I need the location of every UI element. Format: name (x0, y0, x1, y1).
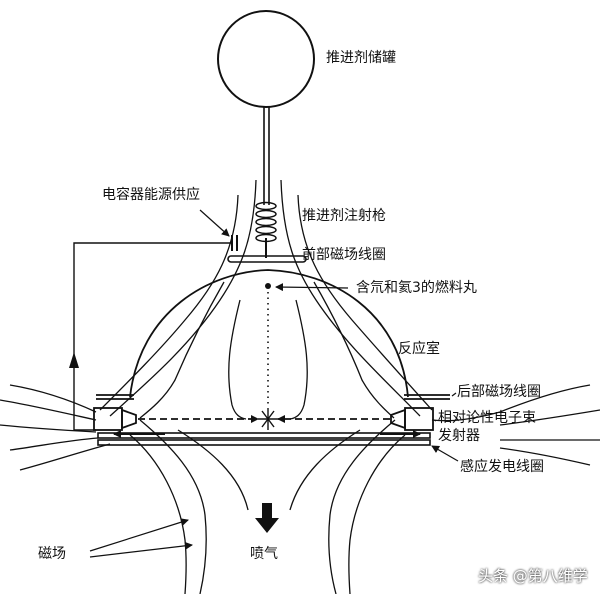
label-front-coil: 前部磁场线圈 (302, 247, 386, 263)
label-capacitor-power: 电容器能源供应 (102, 187, 200, 203)
electron-beam-emitter-right (390, 407, 434, 431)
watermark: 头条 @第八维学 (478, 567, 588, 585)
leader-lines (89, 209, 459, 558)
label-rear-coil: 后部磁场线圈 (457, 384, 541, 400)
induction-coil-plate-lower (97, 439, 431, 446)
induction-coil-plate-upper (97, 432, 431, 439)
label-electron-beam-line2: 发射器 (438, 428, 480, 444)
capacitor-wire-arrowhead (69, 352, 79, 368)
label-fuel-pellet: 含氘和氦3的燃料丸 (356, 280, 477, 296)
propellant-tank-sphere (217, 10, 315, 108)
reaction-chamber-dome (129, 269, 409, 398)
label-reaction-chamber: 反应室 (398, 341, 440, 357)
front-coil-bar (227, 255, 307, 263)
fuel-pellet (265, 283, 271, 289)
exhaust-arrow (255, 503, 279, 533)
label-propellant-tank: 推进剂储罐 (326, 50, 396, 66)
label-magnetic-field: 磁场 (38, 546, 66, 562)
label-exhaust: 喷气 (250, 546, 278, 562)
capacitor-wire (73, 242, 232, 431)
magnetic-field-lines (0, 179, 600, 595)
injector-coil (255, 201, 277, 243)
label-propellant-injector: 推进剂注射枪 (302, 208, 386, 224)
fusion-burst (258, 408, 278, 430)
label-induction-coil: 感应发电线圈 (460, 459, 544, 475)
label-electron-beam-line1: 相对论性电子束 (438, 410, 536, 426)
